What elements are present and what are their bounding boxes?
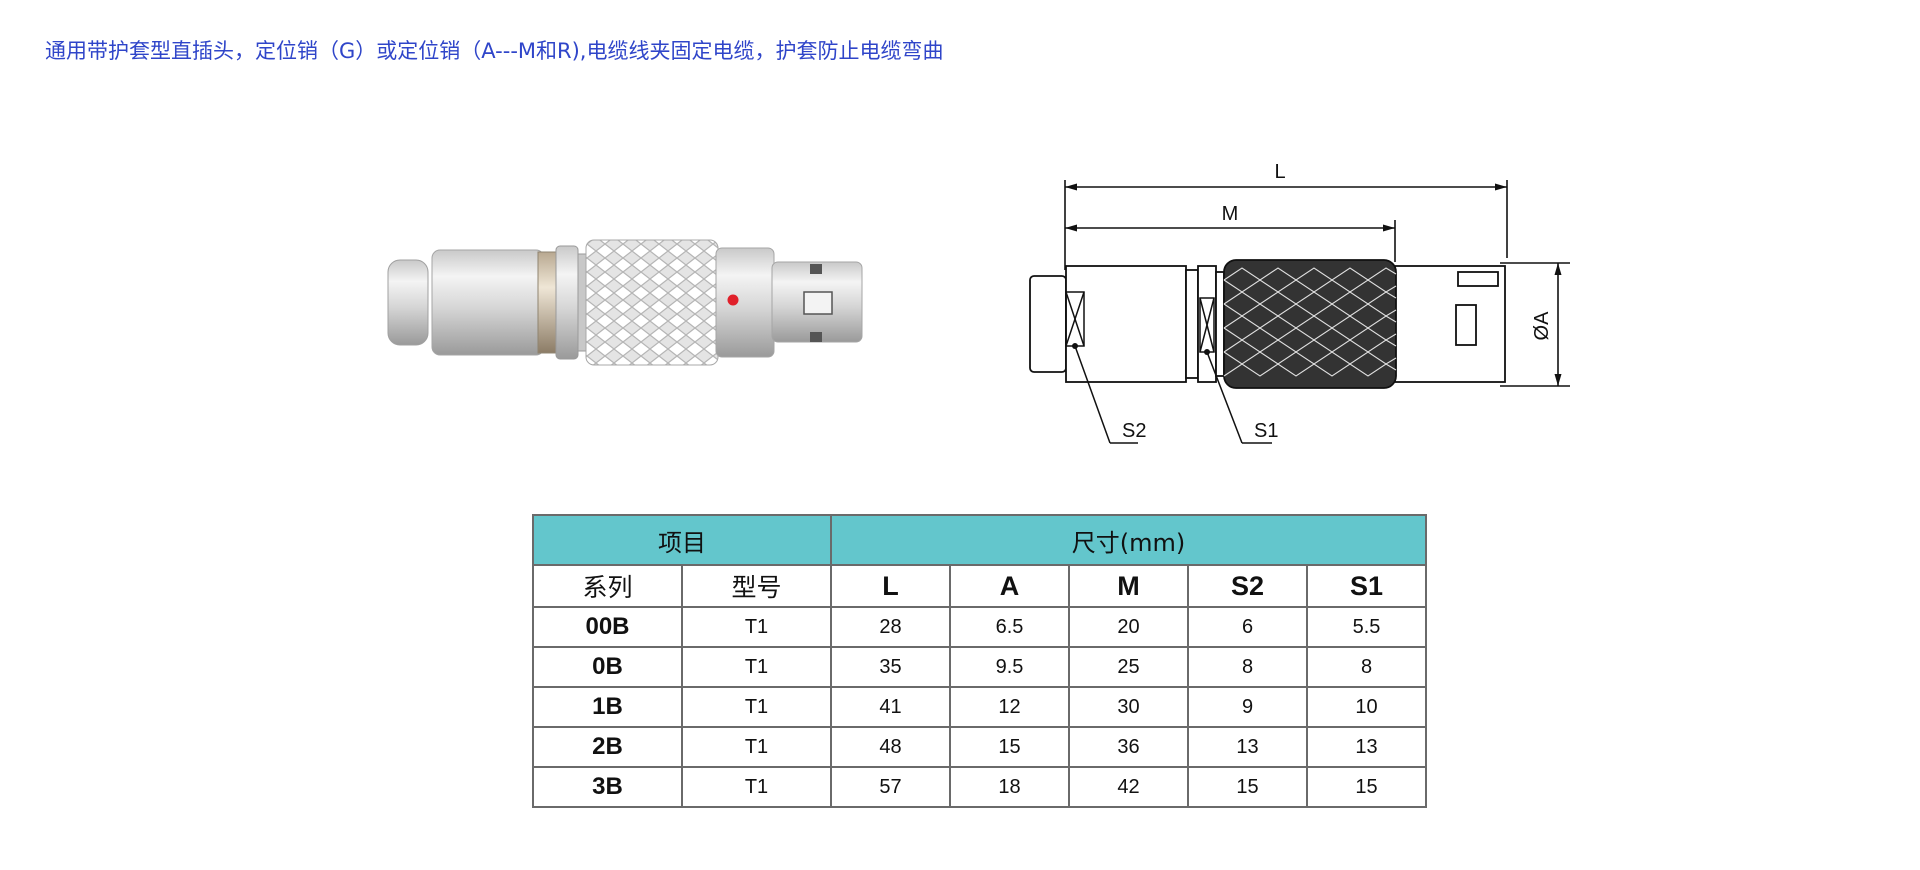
cell-S2: 13 — [1187, 726, 1308, 768]
cell-M: 20 — [1068, 606, 1189, 648]
cell-A: 6.5 — [949, 606, 1070, 648]
cell-series: 0B — [532, 646, 683, 688]
cell-S1: 5.5 — [1306, 606, 1427, 648]
cell-M: 25 — [1068, 646, 1189, 688]
dim-label-L: L — [1274, 161, 1285, 183]
cell-model: T1 — [681, 646, 832, 688]
cell-A: 15 — [949, 726, 1070, 768]
cell-model: T1 — [681, 686, 832, 728]
cell-L: 41 — [830, 686, 951, 728]
table-row: 0B T1 35 9.5 25 8 8 — [532, 646, 1427, 688]
col-L-header: L — [830, 564, 951, 608]
cell-model: T1 — [681, 726, 832, 768]
cell-model: T1 — [681, 766, 832, 808]
dimension-drawing: L M S2 S1 ØA — [1029, 161, 1570, 444]
table-row: 1B T1 41 12 30 9 10 — [532, 686, 1427, 728]
table-row: 00B T1 28 6.5 20 6 5.5 — [532, 606, 1427, 648]
group-item-header: 项目 — [532, 514, 832, 566]
cell-M: 42 — [1068, 766, 1189, 808]
cell-S2: 15 — [1187, 766, 1308, 808]
col-S1-header: S1 — [1306, 564, 1427, 608]
cell-S1: 10 — [1306, 686, 1427, 728]
cell-series: 2B — [532, 726, 683, 768]
dimension-table: 项目 尺寸(mm) 系列 型号 L A M S2 S1 00B T1 28 6.… — [532, 514, 1427, 808]
table-group-header: 项目 尺寸(mm) — [532, 514, 1427, 566]
cell-S1: 15 — [1306, 766, 1427, 808]
dim-label-S2: S2 — [1122, 420, 1146, 442]
col-A-header: A — [949, 564, 1070, 608]
cell-S2: 6 — [1187, 606, 1308, 648]
col-S2-header: S2 — [1187, 564, 1308, 608]
cell-M: 30 — [1068, 686, 1189, 728]
table-row: 2B T1 48 15 36 13 13 — [532, 726, 1427, 768]
cell-L: 35 — [830, 646, 951, 688]
cell-L: 48 — [830, 726, 951, 768]
table-column-header: 系列 型号 L A M S2 S1 — [532, 564, 1427, 608]
group-dims-header: 尺寸(mm) — [830, 514, 1427, 566]
cell-S1: 8 — [1306, 646, 1427, 688]
col-M-header: M — [1068, 564, 1189, 608]
cell-L: 57 — [830, 766, 951, 808]
cell-S2: 8 — [1187, 646, 1308, 688]
cell-series: 00B — [532, 606, 683, 648]
cell-A: 18 — [949, 766, 1070, 808]
dim-label-S1: S1 — [1254, 420, 1278, 442]
cell-A: 12 — [949, 686, 1070, 728]
cell-L: 28 — [830, 606, 951, 648]
col-series-header: 系列 — [532, 564, 683, 608]
col-model-header: 型号 — [681, 564, 832, 608]
cell-series: 3B — [532, 766, 683, 808]
cell-series: 1B — [532, 686, 683, 728]
dim-label-A: ØA — [1531, 311, 1553, 341]
table-row: 3B T1 57 18 42 15 15 — [532, 766, 1427, 808]
cell-S1: 13 — [1306, 726, 1427, 768]
cell-A: 9.5 — [949, 646, 1070, 688]
dim-label-M: M — [1222, 203, 1239, 225]
cell-S2: 9 — [1187, 686, 1308, 728]
cell-model: T1 — [681, 606, 832, 648]
page-title: 通用带护套型直插头，定位销（G）或定位销（A---M和R),电缆线夹固定电缆，护… — [45, 39, 944, 63]
cell-M: 36 — [1068, 726, 1189, 768]
connector-photo — [387, 239, 863, 366]
